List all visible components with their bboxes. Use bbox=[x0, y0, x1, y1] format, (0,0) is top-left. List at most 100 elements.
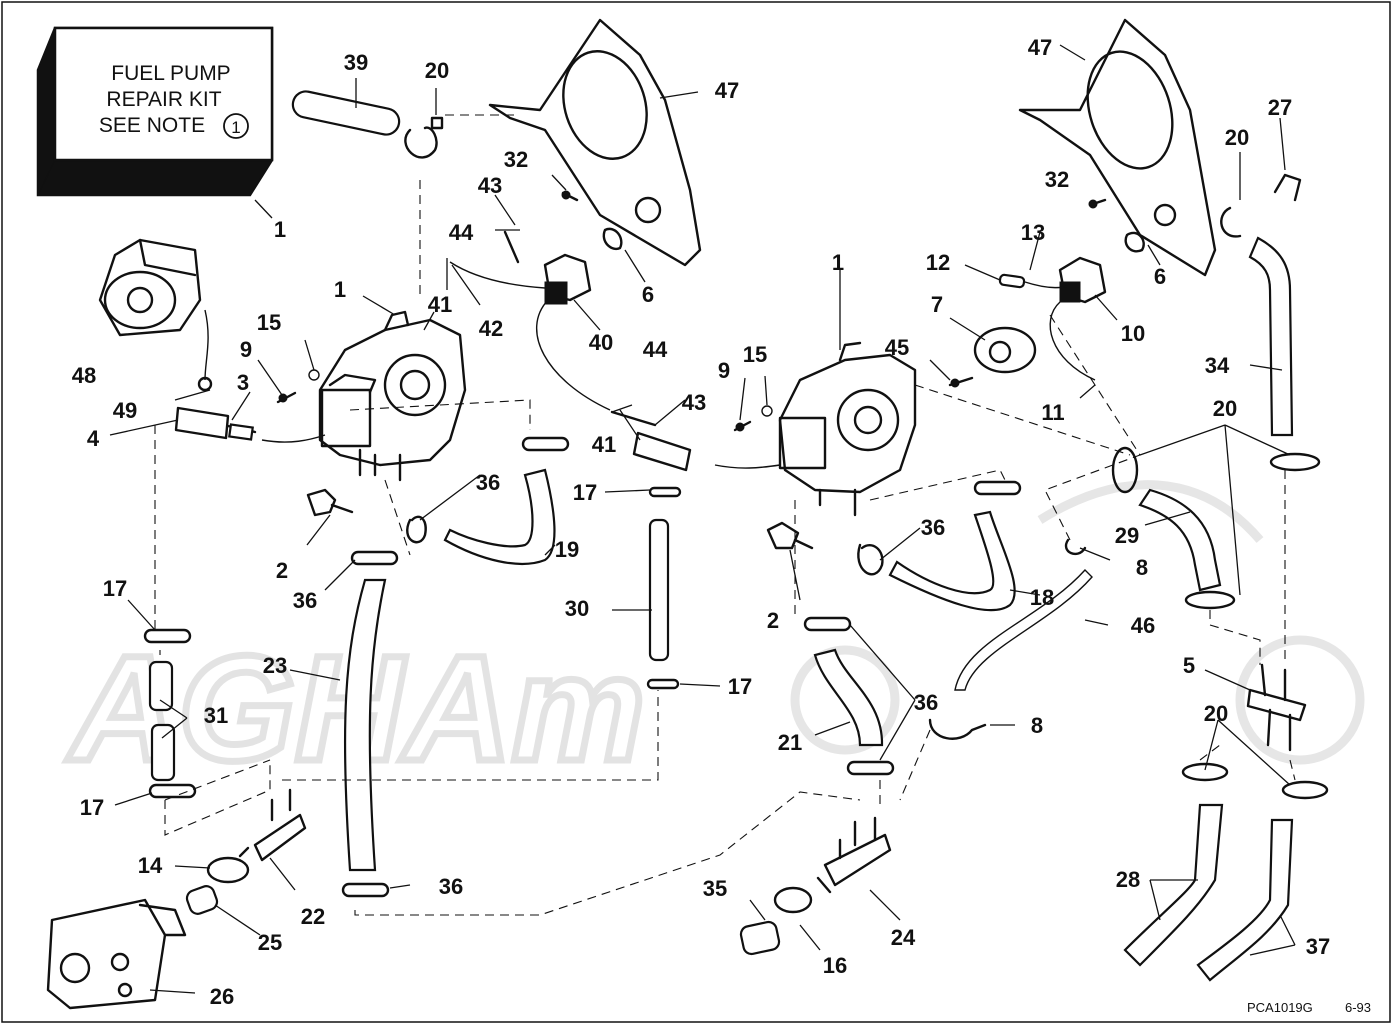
callout-17-lower-left: 17 bbox=[80, 795, 104, 820]
callout-48: 48 bbox=[72, 363, 96, 388]
drawing-date: 6-93 bbox=[1345, 1000, 1371, 1015]
alignment-lines bbox=[154, 114, 1296, 916]
callout-17-upper-left: 17 bbox=[103, 576, 127, 601]
tee-fitting-5 bbox=[1246, 663, 1307, 752]
callout-43-upper: 43 bbox=[478, 173, 502, 198]
callout-23: 23 bbox=[263, 653, 287, 678]
callout-41-left: 41 bbox=[428, 292, 452, 317]
gasket-47-left bbox=[488, 18, 702, 267]
left-pump-body bbox=[261, 310, 467, 482]
callout-36-left-upper: 36 bbox=[476, 470, 500, 495]
leader-lines bbox=[109, 44, 1296, 994]
callout-46: 46 bbox=[1131, 613, 1155, 638]
callout-21: 21 bbox=[778, 730, 802, 755]
connector-31a bbox=[148, 660, 174, 712]
note-number: 1 bbox=[231, 118, 240, 137]
drawing-code: PCA1019G bbox=[1247, 1000, 1313, 1015]
callout-45: 45 bbox=[885, 335, 909, 360]
callout-49: 49 bbox=[113, 398, 137, 423]
note-circle-icon bbox=[223, 113, 249, 139]
callout-44-lower: 44 bbox=[643, 337, 668, 362]
hose-37 bbox=[1196, 818, 1294, 982]
callout-40: 40 bbox=[589, 330, 613, 355]
watermark: AGHAm bbox=[63, 480, 1365, 796]
left-pump-assembly bbox=[46, 90, 570, 1010]
hose-46 bbox=[954, 568, 1093, 691]
hose-39 bbox=[291, 90, 401, 136]
callout-28: 28 bbox=[1116, 867, 1140, 892]
callout-3: 3 bbox=[237, 370, 249, 395]
callout-36-right-upper: 36 bbox=[921, 515, 945, 540]
callout-15-right: 15 bbox=[743, 342, 767, 367]
callout-5: 5 bbox=[1183, 653, 1195, 678]
callout-43-lower: 43 bbox=[682, 390, 706, 415]
callout-44-upper: 44 bbox=[449, 220, 474, 245]
callout-17-center-upper: 17 bbox=[573, 480, 597, 505]
hose-23 bbox=[343, 578, 387, 872]
callout-8-lower: 8 bbox=[1031, 713, 1043, 738]
tube-30 bbox=[648, 518, 670, 662]
callout-22: 22 bbox=[301, 904, 325, 929]
callout-37: 37 bbox=[1306, 934, 1330, 959]
callout-41-center: 41 bbox=[592, 432, 616, 457]
callout-16: 16 bbox=[823, 953, 847, 978]
callout-6-left: 6 bbox=[642, 282, 654, 307]
callout-7: 7 bbox=[931, 292, 943, 317]
callout-1-right-pump: 1 bbox=[832, 250, 844, 275]
callout-11: 11 bbox=[1041, 400, 1064, 425]
callout-10: 10 bbox=[1121, 321, 1145, 346]
callout-2-right: 2 bbox=[767, 608, 779, 633]
callout-17-center-lower: 17 bbox=[728, 674, 752, 699]
hose-29 bbox=[1138, 488, 1222, 592]
primer-solenoid bbox=[98, 238, 213, 392]
callout-15-left: 15 bbox=[257, 310, 281, 335]
fuel-filter-housing bbox=[46, 898, 187, 1010]
callout-36-bottom: 36 bbox=[439, 874, 463, 899]
callout-9-right: 9 bbox=[718, 358, 730, 383]
callout-9-left: 9 bbox=[240, 337, 252, 362]
callout-47-right: 47 bbox=[1028, 35, 1052, 60]
callout-42: 42 bbox=[479, 316, 503, 341]
callout-13: 13 bbox=[1021, 220, 1045, 245]
kit-line-3: SEE NOTE bbox=[99, 114, 205, 137]
callout-27: 27 bbox=[1268, 95, 1292, 120]
callout-36-left-lower: 36 bbox=[293, 588, 317, 613]
center-gasket-and-wiring bbox=[449, 18, 781, 690]
callout-24: 24 bbox=[891, 925, 916, 950]
hose-18 bbox=[888, 510, 1016, 612]
callout-2-left: 2 bbox=[276, 558, 288, 583]
hose-21 bbox=[813, 648, 884, 747]
callout-26: 26 bbox=[210, 984, 234, 1009]
callout-20-lower-right: 20 bbox=[1204, 701, 1228, 726]
connector-31b bbox=[150, 723, 176, 782]
callout-32-right: 32 bbox=[1045, 167, 1069, 192]
callout-18: 18 bbox=[1030, 585, 1054, 610]
callout-29: 29 bbox=[1115, 523, 1139, 548]
kit-line-2: REPAIR KIT bbox=[106, 88, 221, 111]
callout-47-left: 47 bbox=[715, 78, 739, 103]
kit-line-1: FUEL PUMP bbox=[111, 62, 230, 85]
repair-kit-box: FUEL PUMP REPAIR KIT SEE NOTE 1 bbox=[36, 26, 274, 219]
callout-20-top-right: 20 bbox=[1225, 125, 1249, 150]
callout-20-top-left: 20 bbox=[425, 58, 449, 83]
hose-34 bbox=[1248, 236, 1294, 437]
callout-31: 31 bbox=[204, 703, 228, 728]
callout-25: 25 bbox=[258, 930, 282, 955]
callout-34: 34 bbox=[1205, 353, 1230, 378]
callout-1-kit: 1 bbox=[274, 217, 286, 242]
callout-36-right-lower: 36 bbox=[914, 690, 938, 715]
callout-32-left: 32 bbox=[504, 147, 528, 172]
callout-35: 35 bbox=[703, 876, 727, 901]
callout-12: 12 bbox=[926, 250, 950, 275]
callout-1-left-pump: 1 bbox=[334, 277, 346, 302]
callout-8-upper: 8 bbox=[1136, 555, 1148, 580]
callout-39: 39 bbox=[344, 50, 368, 75]
callout-6-right: 6 bbox=[1154, 264, 1166, 289]
hose-19 bbox=[443, 468, 556, 566]
callout-numbers: 1 1 1 2 2 3 4 5 6 6 7 8 8 9 9 10 11 12 1… bbox=[72, 35, 1330, 1009]
bracket-7 bbox=[973, 326, 1037, 374]
right-pump-assembly bbox=[739, 18, 1329, 982]
